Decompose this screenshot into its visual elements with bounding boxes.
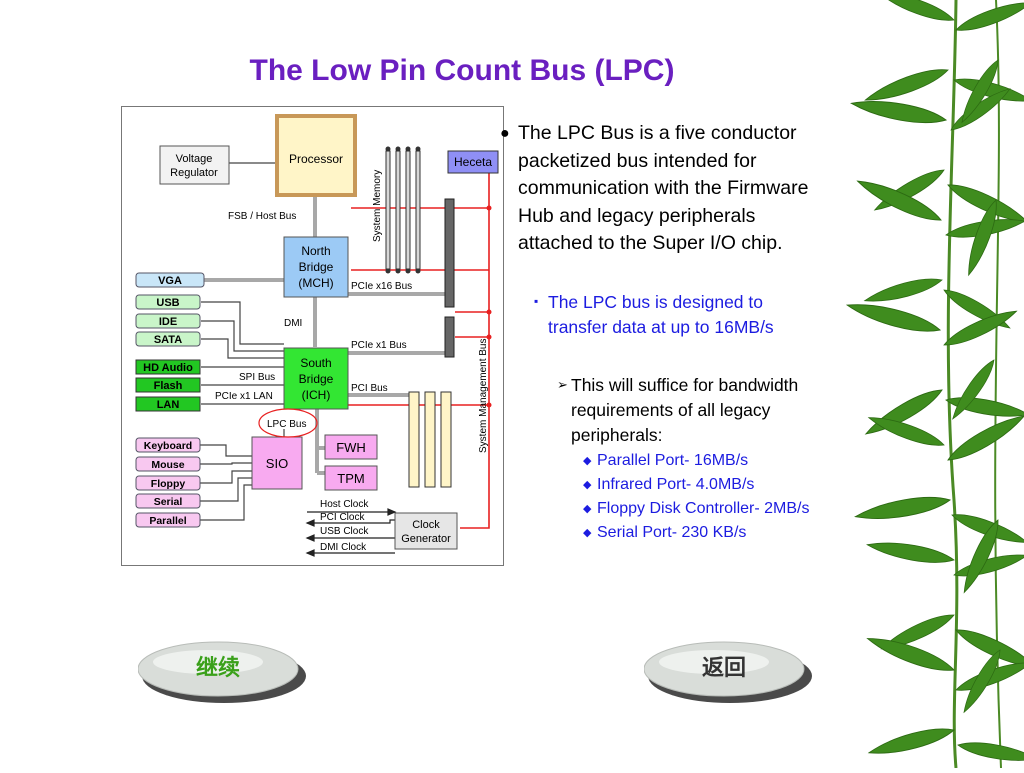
pcie-x1-label: PCIe x1 Bus <box>351 340 407 351</box>
back-label: 返回 <box>701 656 746 681</box>
north-bridge-label-3: (MCH) <box>298 276 333 290</box>
pci-slots <box>408 391 452 488</box>
pci-clock-label: PCI Clock <box>320 512 365 523</box>
floppy-port: Floppy <box>135 475 201 491</box>
processor-label: Processor <box>289 152 343 166</box>
south-bridge-label-1: South <box>300 356 331 370</box>
south-bridge-label-2: Bridge <box>299 372 334 386</box>
ide-label: IDE <box>159 316 177 328</box>
pcie-x16-label: PCIe x16 Bus <box>351 281 412 292</box>
spi-bus-label: SPI Bus <box>239 372 275 383</box>
parallel-port: Parallel <box>135 512 201 528</box>
diamond-bullet-icon: ◆ <box>583 503 592 515</box>
bullet-level-3-text: This will suffice for bandwidth requirem… <box>571 375 799 445</box>
usb-label: USB <box>156 297 179 309</box>
system-memory-label: System Memory <box>372 170 383 242</box>
usb-port: USB <box>135 294 201 310</box>
bullet-level-2-text: The LPC bus is designed to transfer data… <box>548 292 774 337</box>
flash-port: Flash <box>135 377 201 393</box>
pci-bus-label: PCI Bus <box>351 383 388 394</box>
sata-port: SATA <box>135 331 201 347</box>
voltage-regulator-box: Voltage Regulator <box>159 145 230 185</box>
arrow-bullet-icon: ➢ <box>557 377 568 392</box>
clock-generator-label-2: Generator <box>401 533 451 545</box>
dmi-clock-label: DMI Clock <box>320 542 367 553</box>
fsb-label: FSB / Host Bus <box>228 211 296 222</box>
serial-label: Serial <box>154 496 183 508</box>
sio-box: SIO <box>251 436 303 490</box>
list-item: ◆ Parallel Port- 16MB/s <box>583 450 837 472</box>
vga-port: VGA <box>135 272 205 288</box>
ide-port: IDE <box>135 313 201 329</box>
host-clock-label: Host Clock <box>320 499 369 510</box>
bullet-level-3: ➢ This will suffice for bandwidth requir… <box>557 373 821 448</box>
keyboard-label: Keyboard <box>144 440 192 452</box>
bamboo-leaves-decoration <box>836 0 1024 769</box>
list-item: ◆ Floppy Disk Controller- 2MB/s <box>583 498 837 520</box>
flash-label: Flash <box>154 380 183 392</box>
list-item: ◆ Serial Port- 230 KB/s <box>583 522 837 544</box>
floppy-label: Floppy <box>151 478 186 490</box>
south-bridge-box: South Bridge (ICH) <box>283 347 349 410</box>
list-item-text: Infrared Port- 4.0MB/s <box>597 476 755 493</box>
fwh-label: FWH <box>336 440 366 455</box>
tpm-box: TPM <box>324 465 378 491</box>
hd-audio-port: HD Audio <box>135 359 201 375</box>
vga-label: VGA <box>158 275 182 287</box>
list-item-text: Serial Port- 230 KB/s <box>597 524 747 541</box>
mouse-port: Mouse <box>135 456 201 472</box>
sio-label: SIO <box>266 456 288 471</box>
continue-label: 继续 <box>195 656 240 681</box>
smbus-label: System Management Bus <box>478 339 489 454</box>
diamond-bullet-icon: ◆ <box>583 455 592 467</box>
list-item: ◆ Infrared Port- 4.0MB/s <box>583 474 837 496</box>
lan-label: LAN <box>157 399 180 411</box>
fwh-box: FWH <box>324 434 378 460</box>
north-bridge-box: North Bridge (MCH) <box>283 236 349 298</box>
processor-box: Processor <box>275 114 357 197</box>
square-bullet-icon: ▪ <box>534 294 539 308</box>
bullet-level-4-list: ◆ Parallel Port- 16MB/s ◆ Infrared Port- 4… <box>583 450 837 546</box>
parallel-label: Parallel <box>149 515 186 527</box>
south-bridge-label-3: (ICH) <box>302 388 331 402</box>
heceta-label: Heceta <box>454 155 492 169</box>
north-bridge-label-1: North <box>301 244 330 258</box>
clock-generator-label-1: Clock <box>412 519 440 531</box>
bullet-level-1: ● The LPC Bus is a five conductor packet… <box>500 120 818 258</box>
voltage-regulator-label-1: Voltage <box>176 153 213 165</box>
lpc-bus-highlight <box>258 408 318 438</box>
list-item-text: Parallel Port- 16MB/s <box>597 452 749 469</box>
keyboard-port: Keyboard <box>135 437 201 453</box>
hd-audio-label: HD Audio <box>143 362 193 374</box>
sata-label: SATA <box>154 334 182 346</box>
clock-generator-box: Clock Generator <box>394 512 458 550</box>
bullet-level-2: ▪ The LPC bus is designed to transfer da… <box>534 290 823 340</box>
voltage-regulator-label-2: Regulator <box>170 167 218 179</box>
dmi-label: DMI <box>284 318 302 329</box>
bullet-level-1-text: The LPC Bus is a five conductor packetiz… <box>518 122 809 254</box>
pcie-x1-slot <box>444 316 455 358</box>
pcie-x1-lan-label: PCIe x1 LAN <box>215 391 273 402</box>
lpc-block-diagram: Processor Voltage Regulator Heceta North… <box>121 106 504 566</box>
diamond-bullet-icon: ◆ <box>583 527 592 539</box>
north-bridge-label-2: Bridge <box>299 260 334 274</box>
mouse-label: Mouse <box>151 459 184 471</box>
round-bullet-icon: ● <box>500 125 510 142</box>
system-memory-dimms <box>385 146 421 274</box>
list-item-text: Floppy Disk Controller- 2MB/s <box>597 500 810 517</box>
lan-port: LAN <box>135 396 201 412</box>
serial-port: Serial <box>135 493 201 509</box>
lpc-bus-label: LPC Bus <box>267 419 306 430</box>
diamond-bullet-icon: ◆ <box>583 479 592 491</box>
back-button[interactable]: 返回 <box>644 640 816 706</box>
usb-clock-label: USB Clock <box>320 526 369 537</box>
slide-title: The Low Pin Count Bus (LPC) <box>249 54 675 87</box>
continue-button[interactable]: 继续 <box>138 640 310 706</box>
tpm-label: TPM <box>337 471 364 486</box>
pcie-x16-slot <box>444 198 455 308</box>
heceta-box: Heceta <box>447 150 499 174</box>
